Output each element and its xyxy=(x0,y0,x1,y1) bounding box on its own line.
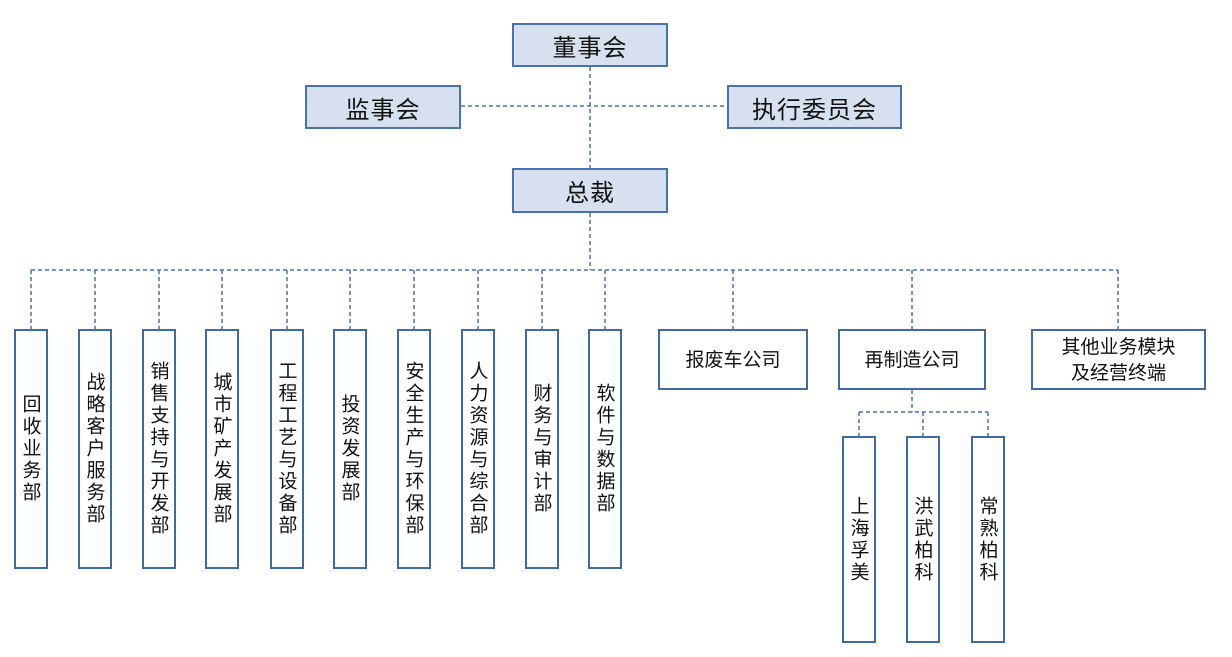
subsidiary-label: 上海孚美 xyxy=(847,495,870,584)
company-box: 再制造公司 xyxy=(838,329,986,390)
department-label: 回收业务部 xyxy=(19,394,42,504)
board-box: 董事会 xyxy=(512,23,668,67)
company-label: 再制造公司 xyxy=(864,348,960,371)
subsidiary-box: 常熟柏科 xyxy=(971,436,1005,643)
board-label: 董事会 xyxy=(552,33,628,62)
department-label: 战略客户服务部 xyxy=(83,372,106,526)
department-box: 工程工艺与设备部 xyxy=(270,329,304,569)
supervisors-box: 监事会 xyxy=(305,85,461,129)
department-label: 财务与审计部 xyxy=(530,383,553,515)
company-box: 其他业务模块 及经营终端 xyxy=(1031,329,1206,390)
subsidiary-box: 上海孚美 xyxy=(842,436,876,643)
executive-committee-label: 执行委员会 xyxy=(752,95,877,124)
department-box: 回收业务部 xyxy=(14,329,48,569)
company-label: 报废车公司 xyxy=(685,348,781,371)
department-box: 软件与数据部 xyxy=(588,329,622,569)
department-box: 安全生产与环保部 xyxy=(397,329,431,569)
department-label: 工程工艺与设备部 xyxy=(275,361,298,537)
department-label: 软件与数据部 xyxy=(593,383,616,515)
department-box: 城市矿产发展部 xyxy=(205,329,239,569)
company-box: 报废车公司 xyxy=(658,329,808,390)
department-box: 财务与审计部 xyxy=(525,329,559,569)
department-box: 销售支持与开发部 xyxy=(142,329,176,569)
president-label: 总裁 xyxy=(565,179,615,207)
subsidiary-label: 常熟柏科 xyxy=(976,495,999,584)
supervisors-label: 监事会 xyxy=(345,95,421,124)
department-label: 安全生产与环保部 xyxy=(402,361,425,537)
department-label: 城市矿产发展部 xyxy=(210,372,233,526)
department-label: 销售支持与开发部 xyxy=(147,361,170,537)
department-label: 投资发展部 xyxy=(338,394,361,504)
company-label: 其他业务模块 及经营终端 xyxy=(1061,335,1176,384)
department-box: 战略客户服务部 xyxy=(78,329,112,569)
department-box: 人力资源与综合部 xyxy=(461,329,495,569)
department-label: 人力资源与综合部 xyxy=(466,361,489,537)
subsidiary-box: 洪武柏科 xyxy=(906,436,940,643)
president-box: 总裁 xyxy=(512,168,668,213)
department-box: 投资发展部 xyxy=(333,329,367,569)
executive-committee-box: 执行委员会 xyxy=(727,85,902,129)
subsidiary-label: 洪武柏科 xyxy=(911,495,934,584)
